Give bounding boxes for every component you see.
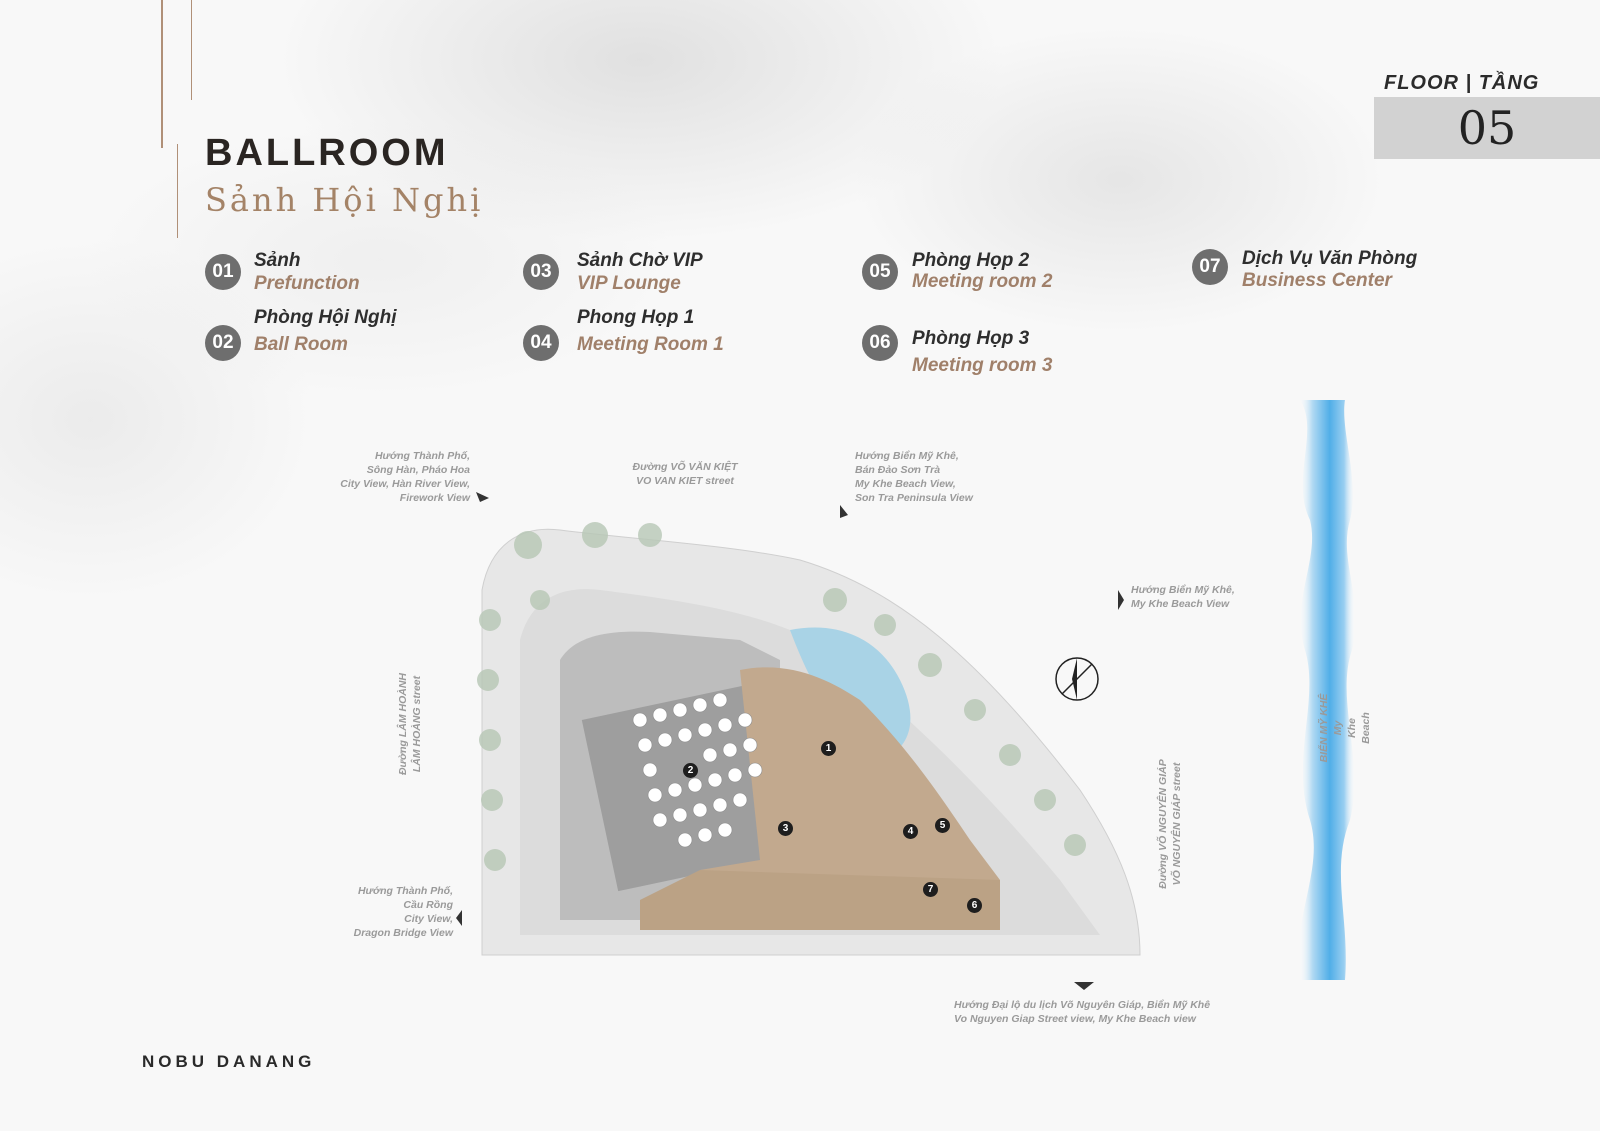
view-label-city-top-4: Firework View — [399, 492, 470, 504]
map-marker-1: 1 — [821, 741, 836, 756]
legend-en-06: Meeting room 3 — [912, 355, 1053, 376]
view-label-city-top-1: Hướng Thành Phố, — [374, 450, 470, 462]
legend-vn-05: Phòng Họp 2 — [912, 250, 1030, 271]
view-label-bottom-2: Vo Nguyen Giap Street view, My Khe Beach… — [954, 1013, 1196, 1025]
legend-en-03: VIP Lounge — [577, 273, 681, 294]
street-label-right-2: VÕ NGUYÊN GIÁP street — [1171, 762, 1183, 886]
view-label-beach-right: Hướng Biển Mỹ Khê, My Khe Beach View — [1131, 583, 1291, 611]
street-label-top: Đường VÕ VĂN KIỆT VO VAN KIET street — [600, 460, 770, 488]
street-label-left: Đường LÂM HOÀNH LÂM HOÀNG street — [396, 664, 424, 784]
view-label-city-top-2: Sông Hàn, Pháo Hoa — [366, 464, 470, 476]
floor-label: FLOOR | TẦNG — [1384, 72, 1540, 94]
view-label-bottom-1: Hướng Đại lộ du lịch Võ Nguyên Giáp, Biể… — [954, 999, 1211, 1011]
view-label-beach-right-1: Hướng Biển Mỹ Khê, — [1131, 584, 1235, 596]
view-label-beach-right-2: My Khe Beach View — [1131, 598, 1230, 610]
floor-number: 05 — [1457, 101, 1517, 155]
view-label-beach-top-2: Bán Đảo Sơn Trà — [855, 464, 941, 476]
street-label-left-2: LÂM HOÀNG street — [411, 675, 423, 773]
map-marker-7: 7 — [923, 882, 938, 897]
decor-line-2 — [191, 0, 192, 100]
legend-badge-04: 04 — [523, 325, 559, 361]
view-label-beach-top-3: My Khe Beach View, — [855, 478, 956, 490]
map-marker-4: 4 — [903, 824, 918, 839]
view-label-beach-top-4: Son Tra Peninsula View — [855, 492, 973, 504]
legend-vn-03: Sảnh Chờ VIP — [577, 250, 703, 271]
street-label-left-1: Đường LÂM HOÀNH — [397, 672, 409, 776]
legend-badge-02: 02 — [205, 325, 241, 361]
legend-badge-03: 03 — [523, 254, 559, 290]
view-label-beach-top-1: Hướng Biển Mỹ Khê, — [855, 450, 959, 462]
decor-line-3 — [177, 144, 178, 238]
legend-vn-02: Phòng Hội Nghị — [254, 307, 397, 328]
view-label-bottom: Hướng Đại lộ du lịch Võ Nguyên Giáp, Biể… — [954, 998, 1274, 1026]
legend-vn-04: Phong Họp 1 — [577, 307, 695, 328]
legend-en-04: Meeting Room 1 — [577, 334, 724, 355]
page-subtitle: Sảnh Hội Nghị — [205, 181, 484, 219]
legend-badge-01: 01 — [205, 254, 241, 290]
legend-en-05: Meeting room 2 — [912, 271, 1053, 292]
legend-en-07: Business Center — [1242, 270, 1392, 291]
street-label-top-2: VO VAN KIET street — [636, 475, 734, 487]
floor-box: 05 — [1374, 97, 1600, 159]
footer-brand: NOBU DANANG — [142, 1052, 316, 1071]
view-label-city-bottom-1: Hướng Thành Phố, — [357, 885, 453, 897]
legend-badge-06: 06 — [862, 325, 898, 361]
map-marker-3: 3 — [778, 821, 793, 836]
view-label-city-bottom-4: Dragon Bridge View — [353, 927, 453, 939]
street-label-right-1: Đường VÕ NGUYÊN GIÁP — [1157, 759, 1169, 889]
legend-en-01: Prefunction — [254, 273, 360, 294]
view-label-beach-top: Hướng Biển Mỹ Khê, Bán Đảo Sơn Trà My Kh… — [855, 449, 1055, 505]
page-title: BALLROOM — [205, 132, 449, 174]
view-label-city-top: Hướng Thành Phố, Sông Hàn, Pháo Hoa City… — [300, 449, 470, 505]
map-marker-2: 2 — [683, 763, 698, 778]
legend-vn-06: Phòng Họp 3 — [912, 328, 1030, 349]
view-label-city-top-3: City View, Hàn River View, — [340, 478, 470, 490]
legend-badge-07: 07 — [1192, 249, 1228, 285]
legend-vn-01: Sảnh — [254, 250, 301, 271]
legend-vn-07: Dịch Vụ Văn Phòng — [1242, 248, 1418, 269]
street-label-right: Đường VÕ NGUYÊN GIÁP VÕ NGUYÊN GIÁP stre… — [1156, 744, 1184, 904]
map-marker-5: 5 — [935, 818, 950, 833]
decor-line-1 — [161, 0, 163, 148]
legend-badge-05: 05 — [862, 254, 898, 290]
view-label-city-bottom-2: Cầu Rồng — [403, 899, 453, 911]
street-label-top-1: Đường VÕ VĂN KIỆT — [632, 461, 738, 473]
map-marker-6: 6 — [967, 898, 982, 913]
legend-en-02: Ball Room — [254, 334, 348, 355]
view-label-city-bottom: Hướng Thành Phố, Cầu Rồng City View, Dra… — [300, 884, 453, 940]
view-label-city-bottom-3: City View, — [404, 913, 453, 925]
